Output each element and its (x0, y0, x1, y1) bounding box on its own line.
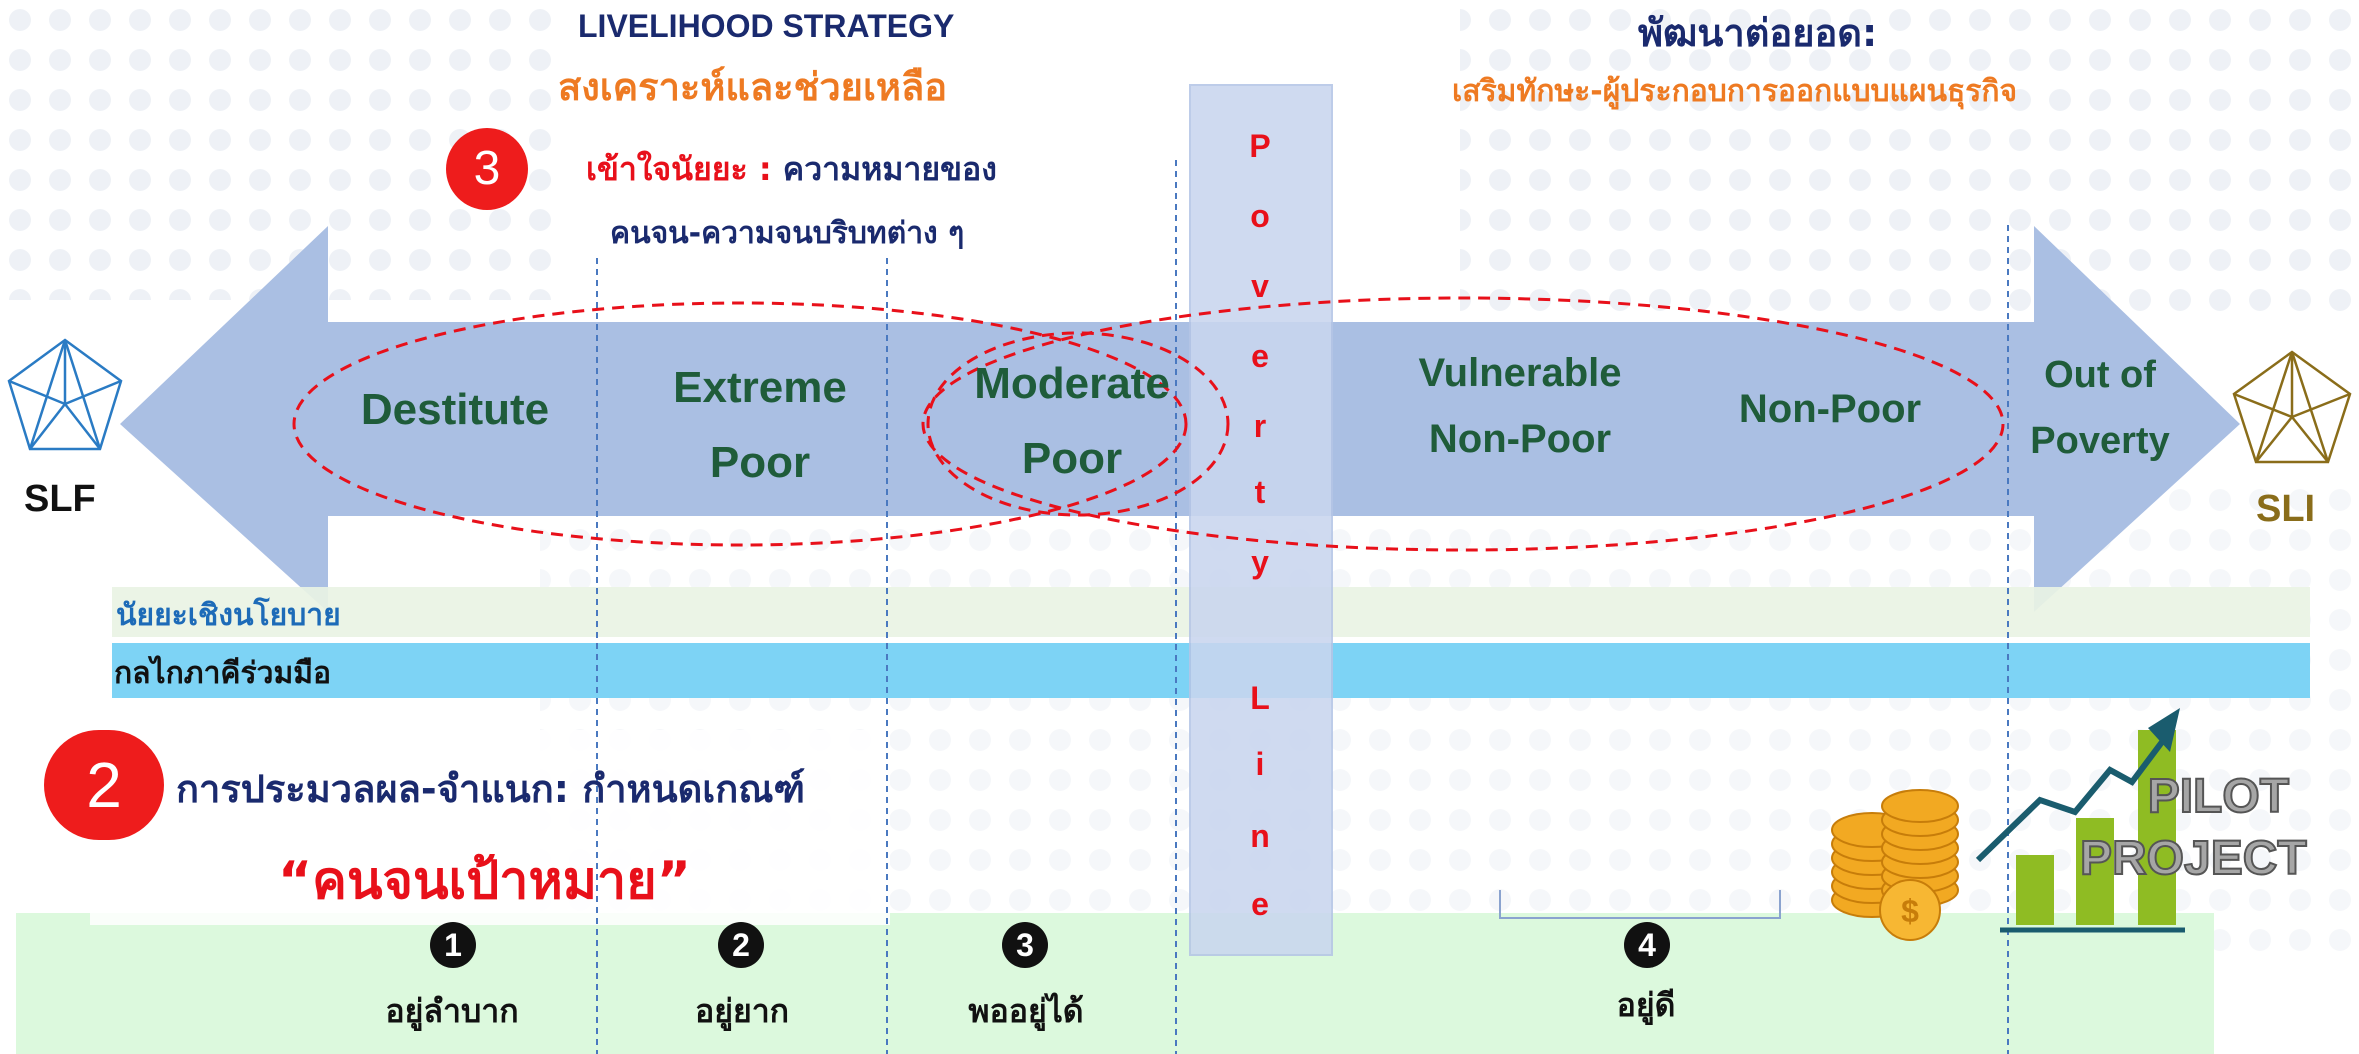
poverty-letter: P (1249, 128, 1271, 164)
poverty-letter: t (1254, 474, 1266, 510)
label-vulnerable-line2: Non-Poor (1428, 417, 1612, 461)
poverty-letter: e (1251, 338, 1269, 374)
coin-stack-icon: $ (1831, 789, 1959, 941)
right-title: พัฒนาต่อยอด: (1638, 11, 1878, 55)
label-destitute: Destitute (360, 385, 550, 434)
poverty-letter: r (1253, 408, 1267, 444)
step3-badge: 3 (446, 128, 528, 210)
step3-label: เข้าใจนัยยะ : ความหมายของ (586, 144, 997, 195)
divider-lines (596, 160, 2009, 1054)
growth-chart-icon (1975, 708, 2185, 933)
sli-label: SLI (2256, 488, 2316, 530)
level-4-number: 4 (1624, 922, 1670, 968)
step3-label-rest: ความหมายของ (782, 150, 997, 188)
label-extreme-line2: Poor (709, 438, 811, 487)
level4-bracket (1499, 890, 1781, 919)
line-letter: L (1250, 680, 1270, 716)
label-out-line2: Poverty (2030, 419, 2170, 462)
strategy-title: LIVELIHOOD STRATEGY (578, 8, 955, 44)
label-extreme-poor: Extreme Poor (610, 360, 910, 490)
line-letter: e (1251, 886, 1269, 922)
step2-target: “คนจนเป้าหมาย” (278, 851, 691, 911)
label-moderate-line2: Poor (1021, 434, 1123, 483)
label-vulnerable-line1: Vulnerable (1418, 351, 1622, 395)
poverty-letter: v (1251, 268, 1269, 304)
step3-line2: คนจน-ความจนบริบทต่าง ๆ (610, 216, 965, 251)
step2-badge: 2 (44, 730, 164, 840)
svg-text:$: $ (1901, 893, 1919, 929)
level-2-label: อยู่ยาก (694, 992, 790, 1030)
level-2-number: 2 (718, 922, 764, 968)
poor-ellipse (292, 301, 1188, 547)
level-4-label: อยู่ดี (1616, 986, 1676, 1024)
right-subtitle: เสริมทักษะ-ผู้ประกอบการออกแบบแผนธุรกิจ (1452, 74, 2018, 109)
level-3-number: 3 (1002, 922, 1048, 968)
label-out-line1: Out of (2044, 354, 2156, 396)
pilot-project-label: PILOT PROJECT (2079, 766, 2308, 891)
step2-title: การประมวลผล-จำแนก: กำหนดเกณฑ์ (176, 767, 806, 811)
moderate-ellipse (926, 331, 1230, 517)
pilot-line2: PROJECT (2079, 831, 2308, 886)
slf-pentagon-icon (7, 338, 123, 451)
policy-band-label: นัยยะเชิงนโยบาย (116, 598, 341, 633)
pilot-line1: PILOT (2147, 769, 2290, 824)
poverty-line-bar (1189, 84, 1333, 956)
sli-pentagon-icon (2232, 350, 2352, 464)
line-letter: i (1255, 746, 1265, 782)
nonpoor-ellipse (921, 296, 2005, 552)
dot-pattern-right (1460, 0, 2359, 320)
levels-band (16, 913, 2214, 1054)
label-vulnerable-nonpoor: Vulnerable Non-Poor (1370, 348, 1670, 464)
poverty-letter: y (1251, 544, 1269, 580)
slf-label: SLF (24, 478, 96, 520)
double-arrow (120, 226, 2240, 612)
label-moderate-poor: Moderate Poor (922, 356, 1222, 486)
label-out-of-poverty: Out of Poverty (1980, 352, 2220, 465)
level-3-label: พออยู่ได้ (968, 992, 1084, 1030)
poverty-letter: o (1250, 198, 1270, 234)
left-theme: สงเคราะห์และช่วยเหลือ (558, 65, 948, 109)
line-letter: n (1250, 818, 1270, 854)
label-extreme-line1: Extreme (673, 363, 847, 412)
level-1-label: อยู่ลำบาก (385, 992, 519, 1030)
step2-panel (90, 730, 890, 925)
level-1-number: 1 (430, 922, 476, 968)
label-nonpoor: Non-Poor (1738, 387, 1922, 431)
mechanism-band-label: กลไกภาคีร่วมมือ (114, 656, 332, 691)
step3-label-red: เข้าใจนัยยะ : (586, 150, 772, 188)
label-moderate-line1: Moderate (974, 359, 1170, 408)
